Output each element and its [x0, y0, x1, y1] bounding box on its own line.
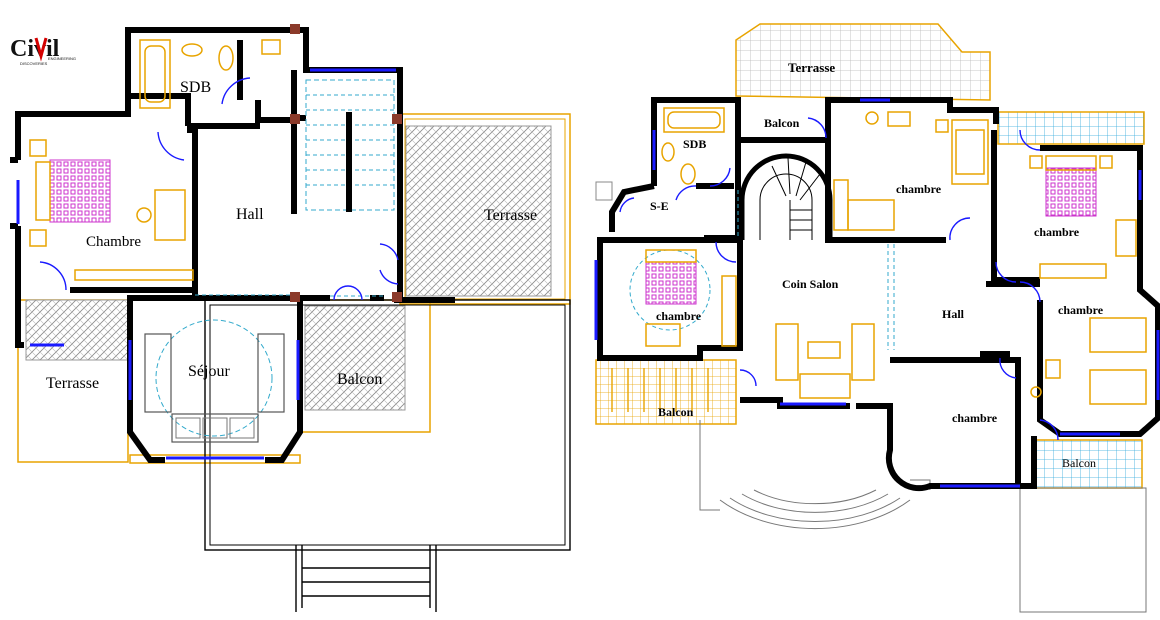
upper-chambre-top-furniture: [833, 111, 989, 231]
terrasse-right-hatch: [405, 125, 552, 297]
upper-floor-plan: Terrasse Balcon SDB S-E chambre chambre …: [594, 23, 1160, 613]
upper-chambre-left-furniture: [629, 249, 737, 347]
room-label-sejour: Séjour: [188, 363, 230, 380]
stair-well: [305, 79, 395, 211]
room-label-coin-salon: Coin Salon: [782, 277, 839, 291]
ground-bath-fixtures: [139, 39, 281, 109]
terrasse-top-area: [735, 23, 991, 101]
upper-chambre-br-furniture: [1030, 317, 1147, 405]
sejour-terrace-edge: [129, 454, 301, 464]
ground-doors: [39, 77, 399, 301]
spiral-stair: [739, 153, 833, 240]
upper-doors: [619, 117, 1059, 441]
ground-floor-plan: SDB Chambre Hall Terrasse Terrasse Séjou…: [10, 24, 571, 612]
balcon-left-arches: [611, 368, 709, 412]
column-markers: [290, 24, 402, 302]
front-stairs: [295, 545, 437, 612]
room-label-chambre-br: chambre: [1058, 303, 1104, 317]
balcon-left-tiles: [595, 359, 737, 425]
room-label-hall: Hall: [236, 206, 264, 223]
room-label-se: S-E: [650, 199, 669, 213]
front-platform: [204, 299, 571, 551]
upper-dashed-openings: [737, 190, 895, 350]
logo-tagline: ENGINEERING: [48, 56, 76, 61]
logo-mark-icon: [34, 37, 48, 62]
balcon-hatch: [304, 305, 406, 411]
ground-sejour-furniture: [144, 319, 285, 443]
logo-word: Civil: [10, 36, 60, 62]
room-label-terrasse-top: Terrasse: [788, 60, 835, 75]
room-label-terrasse-right: Terrasse: [484, 207, 537, 224]
ground-chambre-furniture: [29, 139, 194, 281]
room-label-balcon-top: Balcon: [764, 116, 800, 130]
room-label-chambre-left: chambre: [656, 309, 702, 323]
side-platform: [1019, 487, 1147, 613]
upper-coin-salon-furniture: [775, 323, 875, 399]
balcon-right-tiles: [1033, 439, 1143, 489]
room-label-balcon-left: Balcon: [658, 405, 694, 419]
room-label-chambre-bottom: chambre: [952, 411, 998, 425]
upper-chambre-right-furniture: [1029, 155, 1137, 279]
logo-sub: DISCOVERIES: [20, 61, 48, 66]
civil-logo: Civil ENGINEERING DISCOVERIES: [8, 34, 78, 70]
stair-rail: [346, 112, 352, 212]
ground-walls: [10, 27, 455, 463]
room-label-balcon: Balcon: [337, 371, 382, 388]
front-platform-inner: [209, 304, 566, 546]
front-steps-curved: [699, 420, 931, 530]
terrasse-left-hatch: [25, 299, 129, 361]
room-label-chambre-right: chambre: [1034, 225, 1080, 239]
parapet: [595, 181, 613, 201]
room-label-sdb-upper: SDB: [683, 137, 706, 151]
room-label-balcon-right: Balcon: [1062, 456, 1096, 470]
room-label-terrasse-left: Terrasse: [46, 375, 99, 392]
room-label-sdb: SDB: [180, 79, 211, 96]
terrace-outline-inner: [404, 118, 566, 300]
room-label-chambre-top: chambre: [896, 182, 942, 196]
upper-bath-fixtures: [661, 107, 725, 185]
upper-windows: [594, 98, 1160, 488]
room-label-hall-upper: Hall: [942, 307, 965, 321]
ground-windows: [16, 68, 396, 460]
room-label-chambre: Chambre: [86, 234, 141, 250]
balcony-top-right-tiles: [997, 111, 1145, 145]
